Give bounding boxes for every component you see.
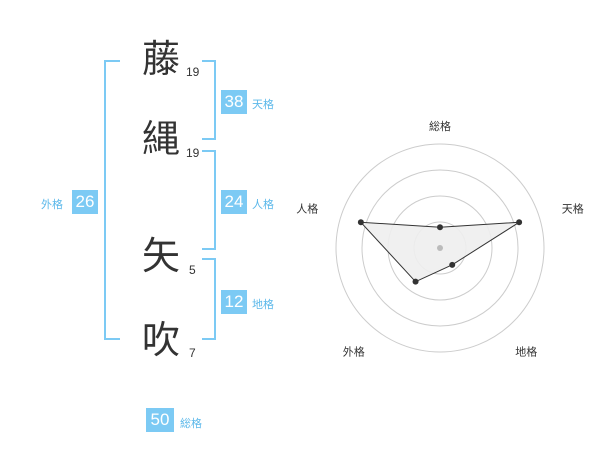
chikaku-bracket-top	[202, 258, 216, 260]
soukaku-label: 総格	[180, 417, 202, 430]
radar-center-point	[437, 245, 443, 251]
radar-point-2	[516, 219, 523, 226]
radar-axis-label-3: 地格	[515, 345, 537, 359]
radar-axis-label-4: 外格	[343, 345, 365, 359]
stroke-count-1: 19	[186, 65, 200, 79]
tenkaku-bracket-vertical	[214, 60, 216, 140]
tenkaku-label: 天格	[252, 98, 274, 111]
gaikaku-label: 外格	[41, 198, 63, 211]
radar-point-1	[437, 224, 443, 231]
name-char-2: 縄	[141, 117, 180, 161]
radar-axis-label-1: 総格	[429, 119, 451, 133]
name-char-4: 吹	[141, 318, 180, 362]
chikaku-bracket-bottom	[202, 338, 216, 340]
stroke-count-4: 7	[189, 346, 196, 360]
radar-point-3	[449, 261, 456, 268]
jinkaku-bracket-vertical	[214, 150, 216, 250]
stroke-count-3: 5	[189, 263, 196, 277]
name-char-3: 矢	[141, 234, 180, 278]
radar-point-4	[412, 278, 419, 285]
stroke-count-2: 19	[186, 146, 200, 160]
gaikaku-bracket-vertical	[104, 60, 106, 340]
radar-grid-ring-3	[361, 169, 519, 327]
radar-point-5	[357, 219, 364, 226]
chikaku-label: 地格	[252, 298, 274, 311]
tenkaku-bracket-bottom	[202, 138, 216, 140]
soukaku-badge: 50	[146, 408, 174, 432]
radar-axis-label-5: 人格	[296, 201, 318, 215]
jinkaku-label: 人格	[252, 198, 274, 211]
gaikaku-bracket-bottom	[104, 338, 120, 340]
chikaku-bracket-vertical	[214, 258, 216, 340]
gaikaku-bracket-top	[104, 60, 120, 62]
gaikaku-badge: 26	[72, 190, 98, 214]
tenkaku-badge: 38	[221, 90, 247, 114]
jinkaku-bracket-top	[202, 150, 216, 152]
radar-axis-label-2: 天格	[562, 201, 584, 215]
radar-series-area	[359, 221, 520, 283]
radar-grid-ring-4	[335, 143, 545, 353]
tenkaku-bracket-top	[202, 60, 216, 62]
jinkaku-bracket-bottom	[202, 248, 216, 250]
jinkaku-badge: 24	[221, 190, 247, 214]
name-char-1: 藤	[141, 37, 180, 81]
chikaku-badge: 12	[221, 290, 247, 314]
